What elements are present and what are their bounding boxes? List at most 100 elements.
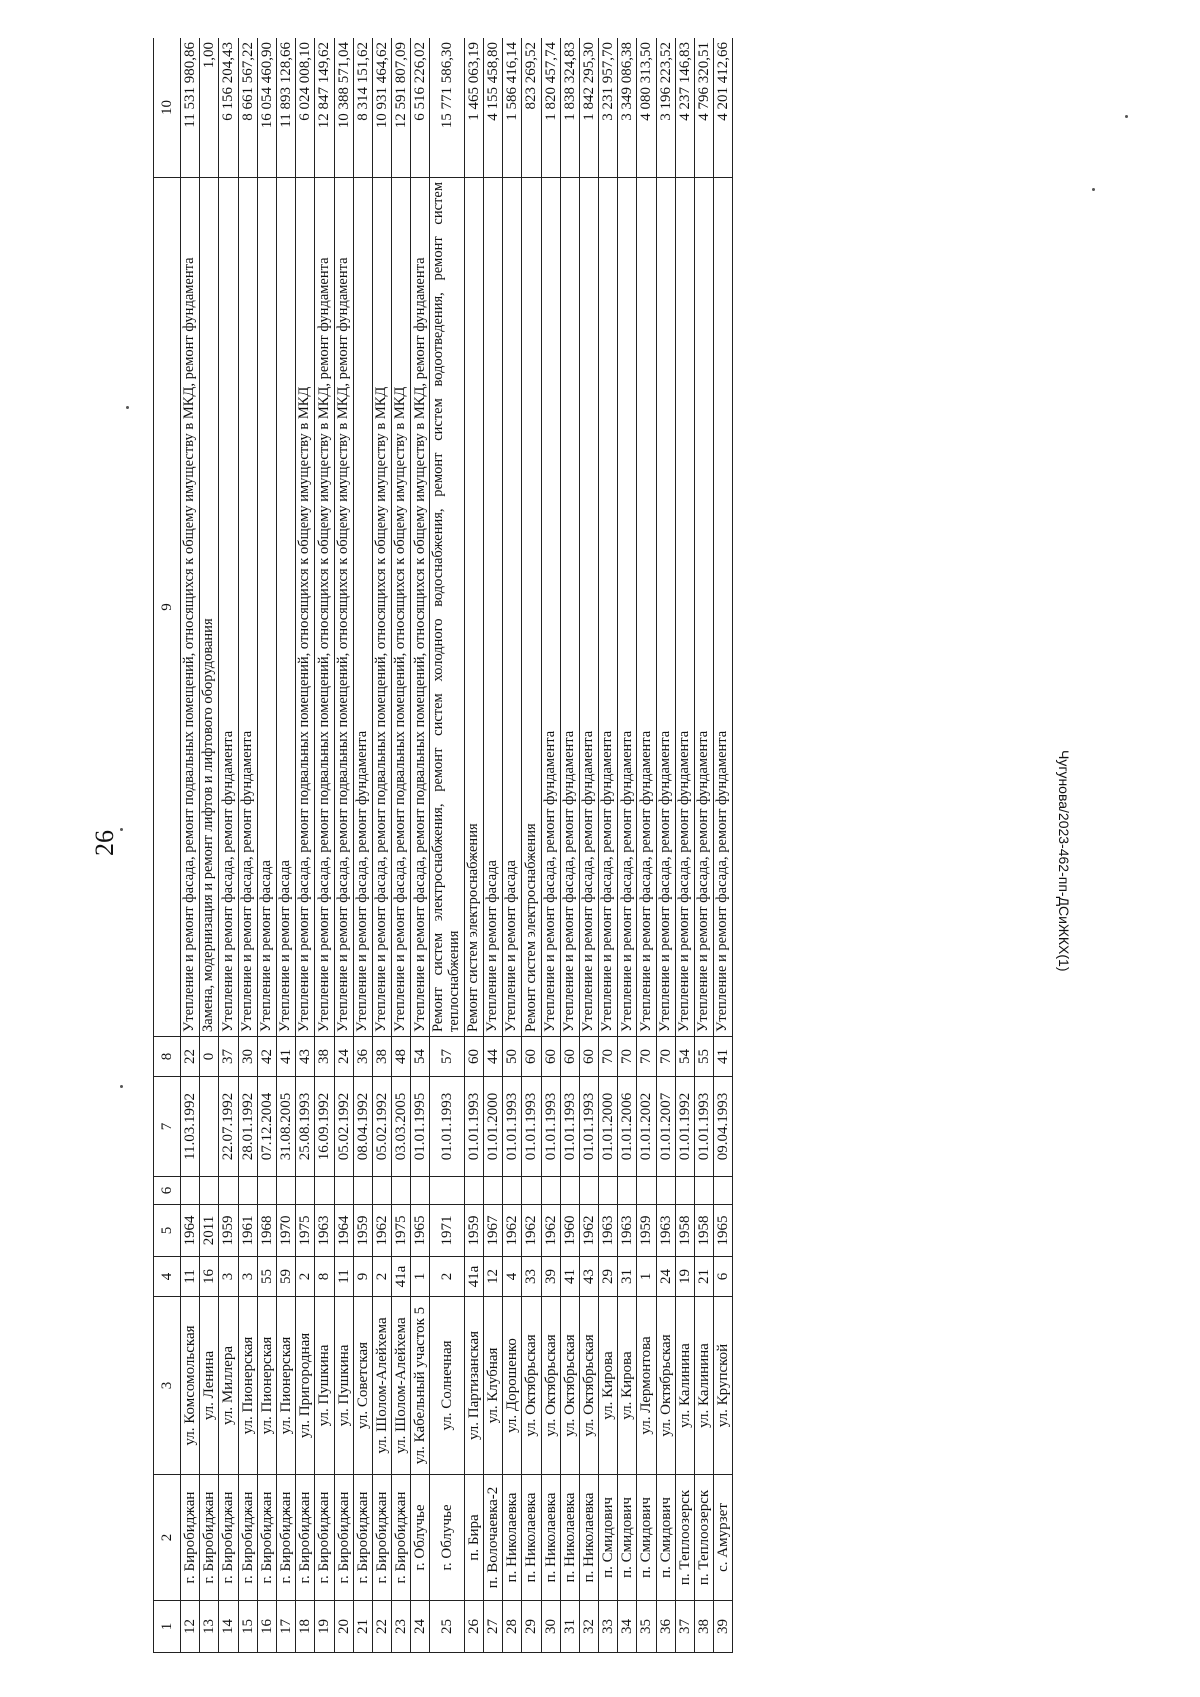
empty-cell <box>502 1176 522 1205</box>
wear-percent-cell: 38 <box>314 1036 334 1077</box>
document-footer-note: Чугунова/2023-462-пп-ДСиЖКХ(1) <box>1056 750 1072 972</box>
cost-cell: 1 465 063,19 <box>464 38 484 178</box>
work-type-cell: Утепление и ремонт фасада, ремонт фундам… <box>694 177 714 1037</box>
build-year-cell: 1961 <box>238 1204 258 1257</box>
house-number-cell: 2 <box>295 1256 315 1297</box>
house-number-cell: 21 <box>694 1256 714 1297</box>
empty-cell <box>257 1176 277 1205</box>
build-year-cell: 1962 <box>372 1204 392 1257</box>
empty-cell <box>199 1176 219 1205</box>
work-type-cell: Утепление и ремонт фасада <box>257 177 277 1037</box>
work-type-cell: Ремонт систем электроснабжения <box>521 177 541 1037</box>
date-cell: 01.01.1992 <box>675 1076 695 1177</box>
street-cell: ул. Шолом-Алейхема <box>391 1296 411 1475</box>
empty-cell <box>560 1176 580 1205</box>
build-year-cell: 1971 <box>429 1204 465 1257</box>
row-number-cell: 36 <box>656 1600 676 1653</box>
street-cell: ул. Октябрьская <box>541 1296 561 1475</box>
wear-percent-cell: 70 <box>636 1036 657 1077</box>
date-cell: 16.09.1992 <box>314 1076 334 1177</box>
street-cell: ул. Пушкина <box>334 1296 354 1475</box>
column-header: 2 <box>153 1474 181 1601</box>
empty-cell <box>391 1176 411 1205</box>
wear-percent-cell: 44 <box>483 1036 503 1077</box>
wear-percent-cell: 24 <box>334 1036 354 1077</box>
empty-cell <box>180 1176 200 1205</box>
column-header: 4 <box>153 1256 181 1297</box>
settlement-cell: п. Николаевка <box>560 1474 580 1601</box>
date-cell: 31.08.2005 <box>276 1076 296 1177</box>
street-cell: ул. Пионерская <box>238 1296 258 1475</box>
date-cell: 11.03.1992 <box>180 1076 200 1177</box>
date-cell: 01.01.1993 <box>694 1076 714 1177</box>
cost-cell: 823 269,52 <box>521 38 541 178</box>
street-cell: ул. Кабельный участок 5 <box>410 1296 430 1475</box>
date-cell: 01.01.1995 <box>410 1076 430 1177</box>
date-cell: 07.12.2004 <box>257 1076 277 1177</box>
street-cell: ул. Октябрьская <box>521 1296 541 1475</box>
row-number-cell: 30 <box>541 1600 561 1653</box>
row-number-cell: 15 <box>238 1600 258 1653</box>
house-number-cell: 2 <box>429 1256 465 1297</box>
settlement-cell: г. Биробиджан <box>199 1474 219 1601</box>
wear-percent-cell: 50 <box>502 1036 522 1077</box>
cost-cell: 1 842 295,30 <box>579 38 599 178</box>
work-type-cell: Утепление и ремонт фасада, ремонт фундам… <box>353 177 373 1037</box>
house-number-cell: 33 <box>521 1256 541 1297</box>
street-cell: ул. Ленина <box>199 1296 219 1475</box>
settlement-cell: г. Облучье <box>429 1474 465 1601</box>
row-number-cell: 29 <box>521 1600 541 1653</box>
street-cell: ул. Лермонтова <box>636 1296 657 1475</box>
house-number-cell: 39 <box>541 1256 561 1297</box>
wear-percent-cell: 70 <box>617 1036 637 1077</box>
row-number-cell: 31 <box>560 1600 580 1653</box>
cost-cell: 3 349 086,38 <box>617 38 637 178</box>
street-cell: ул. Клубная <box>483 1296 503 1475</box>
work-type-cell: Ремонт систем электроснабжения, ремонт с… <box>429 177 465 1037</box>
date-cell: 25.08.1993 <box>295 1076 315 1177</box>
settlement-cell: п. Смидович <box>598 1474 618 1601</box>
wear-percent-cell: 60 <box>521 1036 541 1077</box>
house-number-cell: 55 <box>257 1256 277 1297</box>
column-header: 8 <box>153 1036 181 1077</box>
scan-speck <box>1125 115 1128 118</box>
work-type-cell: Утепление и ремонт фасада, ремонт фундам… <box>713 177 733 1037</box>
date-cell: 01.01.1993 <box>521 1076 541 1177</box>
house-number-cell: 41а <box>464 1256 484 1297</box>
cost-cell: 8 314 151,62 <box>353 38 373 178</box>
empty-cell <box>218 1176 239 1205</box>
row-number-cell: 18 <box>295 1600 315 1653</box>
house-number-cell: 1 <box>636 1256 657 1297</box>
wear-percent-cell: 0 <box>199 1036 219 1077</box>
house-number-cell: 41а <box>391 1256 411 1297</box>
build-year-cell: 1963 <box>656 1204 676 1257</box>
build-year-cell: 1963 <box>617 1204 637 1257</box>
empty-cell <box>295 1176 315 1205</box>
scan-speck <box>120 828 123 831</box>
build-year-cell: 1959 <box>353 1204 373 1257</box>
row-number-cell: 26 <box>464 1600 484 1653</box>
column-header: 6 <box>153 1176 181 1205</box>
row-number-cell: 17 <box>276 1600 296 1653</box>
cost-cell: 15 771 586,30 <box>429 38 465 178</box>
scan-speck <box>120 1085 123 1088</box>
house-number-cell: 3 <box>238 1256 258 1297</box>
row-number-cell: 32 <box>579 1600 599 1653</box>
house-number-cell: 12 <box>483 1256 503 1297</box>
work-type-cell: Утепление и ремонт фасада, ремонт фундам… <box>218 177 239 1037</box>
date-cell: 01.01.2000 <box>598 1076 618 1177</box>
build-year-cell: 1967 <box>483 1204 503 1257</box>
row-number-cell: 34 <box>617 1600 637 1653</box>
work-type-cell: Утепление и ремонт фасада, ремонт подвал… <box>410 177 430 1037</box>
work-type-cell: Утепление и ремонт фасада, ремонт фундам… <box>675 177 695 1037</box>
settlement-cell: г. Биробиджан <box>238 1474 258 1601</box>
settlement-cell: г. Облучье <box>410 1474 430 1601</box>
column-header: 9 <box>153 177 181 1037</box>
build-year-cell: 1959 <box>218 1204 239 1257</box>
row-number-cell: 28 <box>502 1600 522 1653</box>
